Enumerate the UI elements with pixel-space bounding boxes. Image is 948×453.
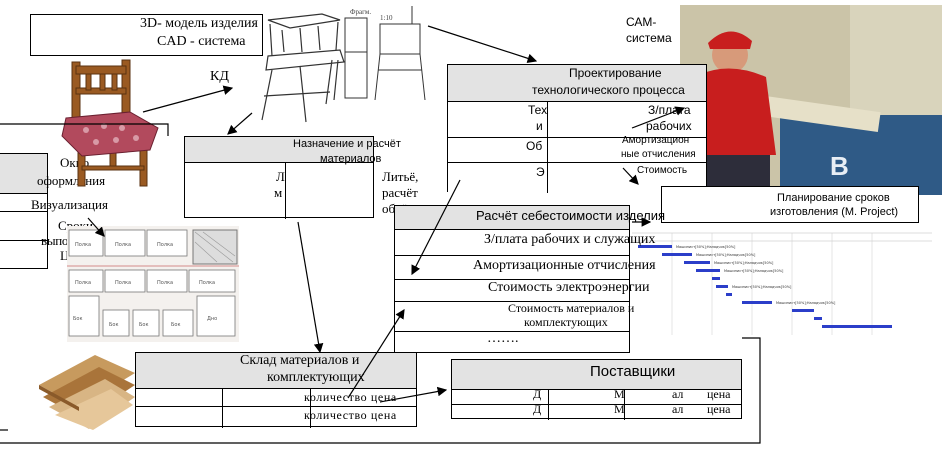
svg-text:Фрагм.: Фрагм.: [350, 8, 371, 16]
supplier-row1-c1: Д: [533, 387, 542, 401]
cost-row-materials-1: Стоимость материалов и: [508, 301, 635, 315]
svg-text:Дно: Дно: [207, 316, 217, 322]
svg-text:Бок: Бок: [73, 316, 83, 322]
warehouse-title-1: Склад материалов и: [240, 353, 360, 368]
tech-row3-right: Стоимость: [637, 165, 688, 176]
svg-text:Машинист[50%];Наладчик[50%]: Машинист[50%];Наладчик[50%]: [776, 301, 836, 305]
kd-label: КД: [210, 69, 229, 84]
svg-text:B: B: [830, 151, 849, 181]
design-window-table: [0, 153, 48, 269]
supplier-row2-c2: М: [614, 402, 625, 416]
tech-row2-right-a: Амортизацион: [622, 135, 690, 146]
svg-text:Бок: Бок: [139, 322, 149, 328]
svg-text:Машинист[50%];Наладчик[50%]: Машинист[50%];Наладчик[50%]: [724, 269, 784, 273]
materials-cell-a: Л: [276, 169, 285, 184]
supplier-row2-c1: Д: [533, 402, 542, 416]
cam-label-1: САМ-: [626, 15, 657, 29]
tech-title-1: Проектирование: [569, 66, 662, 80]
svg-text:Бок: Бок: [109, 322, 119, 328]
supplier-row1-c4: цена: [707, 387, 731, 401]
svg-text:Машинист[50%];Наладчик[50%]: Машинист[50%];Наладчик[50%]: [676, 245, 736, 249]
materials-title-2: материалов: [320, 153, 382, 165]
supplier-row1-c2: М: [614, 387, 625, 401]
design-window-title-1: Окно: [60, 155, 90, 170]
cost-row-amortization: Амортизационные отчисления: [473, 258, 656, 273]
svg-text:1:10: 1:10: [380, 14, 393, 22]
cost-title: Расчёт себестоимости изделия: [476, 208, 666, 223]
planning-label-2: изготовления (М. Project): [770, 206, 899, 218]
tech-process-header: [448, 65, 706, 102]
tech-row3-left: Э: [536, 165, 545, 179]
tech-row2-right-b: ные отчисления: [621, 149, 696, 160]
tech-row1-left-b: и: [536, 119, 543, 133]
materials-table: [184, 136, 374, 219]
materials-title-1: Назначение и расчёт: [293, 138, 401, 150]
wood-planks-image: [35, 345, 135, 430]
cad-label-2: CAD - система: [157, 34, 246, 49]
gantt-chart-image: Машинист[50%];Наладчик[50%] Машинист[50%]…: [632, 225, 932, 335]
cost-row-salary: З/плата рабочих и служащих: [484, 232, 656, 247]
svg-text:Машинист[50%];Наладчик[50%]: Машинист[50%];Наладчик[50%]: [732, 285, 792, 289]
svg-text:Полка: Полка: [157, 242, 173, 248]
svg-text:Полка: Полка: [199, 280, 215, 286]
casting-label-2: расчёт: [382, 185, 418, 200]
cad-box: [30, 14, 263, 56]
svg-text:Полка: Полка: [115, 280, 131, 286]
svg-text:Полка: Полка: [157, 280, 173, 286]
planning-label-1: Планирование сроков: [777, 192, 890, 204]
tech-title-2: технологического процесса: [532, 83, 685, 97]
casting-label-1: Литьё,: [382, 169, 419, 184]
materials-header: [185, 137, 373, 163]
supplier-row1-c3: ал: [672, 387, 684, 401]
tech-row2-left: Об: [526, 139, 543, 153]
design-row-visualization: Визуализация: [31, 197, 108, 212]
cam-label-2: система: [626, 31, 672, 45]
cost-row-materials-2: комплектующих: [524, 315, 608, 329]
svg-text:Машинист[50%];Наладчик[50%]: Машинист[50%];Наладчик[50%]: [696, 253, 756, 257]
materials-cell-b: м: [274, 185, 283, 200]
svg-text:Полка: Полка: [75, 280, 91, 286]
tech-row1-left-a: Тех: [528, 103, 548, 117]
svg-text:Полка: Полка: [115, 242, 131, 248]
warehouse-row2: количество цена: [304, 408, 397, 422]
tech-row1-right-a: З/плата: [648, 103, 691, 117]
design-window-title-2: оформления: [37, 173, 106, 188]
design-window-header: [0, 154, 47, 194]
supplier-row2-c4: цена: [707, 402, 731, 416]
planning-box: [661, 186, 919, 223]
cost-row-electricity: Стоимость электроэнергии: [488, 280, 650, 295]
cam-photo-image: B: [680, 5, 942, 195]
svg-text:Полка: Полка: [75, 242, 91, 248]
suppliers-title: Поставщики: [590, 363, 676, 380]
tech-row1-right-b: рабочих: [646, 119, 692, 133]
cost-row-ellipsis: …….: [487, 331, 519, 346]
warehouse-row1: количество цена: [304, 390, 397, 404]
warehouse-title-2: комплектующих: [267, 370, 365, 385]
svg-text:Машинист[50%];Наладчик[50%]: Машинист[50%];Наладчик[50%]: [714, 261, 774, 265]
cad-label-1: 3D- модель изделия: [140, 16, 258, 31]
svg-text:Бок: Бок: [171, 322, 181, 328]
supplier-row2-c3: ал: [672, 402, 684, 416]
